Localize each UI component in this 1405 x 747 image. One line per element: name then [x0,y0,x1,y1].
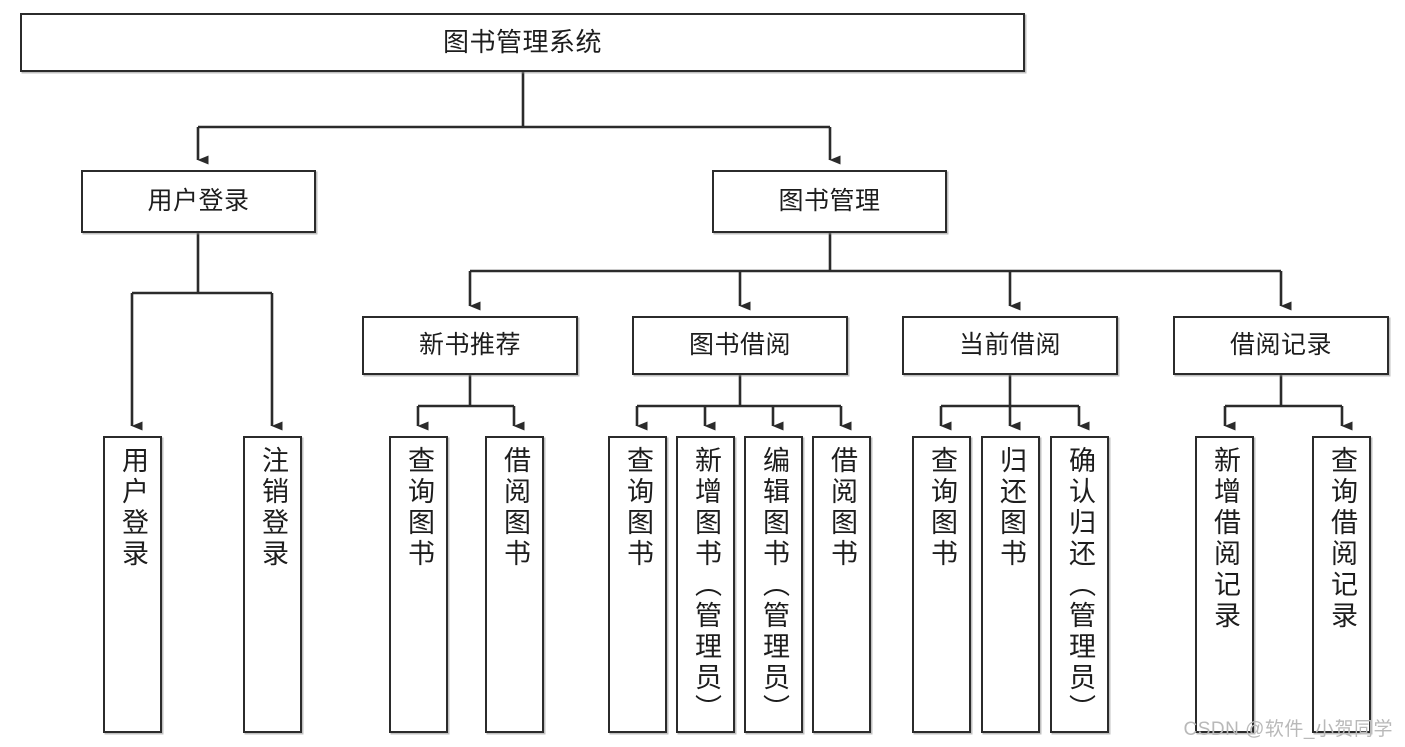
leaf-new-book-rec-2[interactable]: 借阅图书 [485,436,544,733]
node-current-borrow[interactable]: 当前借阅 [902,316,1118,375]
leaf-current-borrow-2-label: 归还图书 [996,446,1026,570]
leaf-book-borrow-2-label: 新增图书（管理员） [691,446,721,725]
node-root-label: 图书管理系统 [442,27,602,58]
leaf-book-borrow-4[interactable]: 借阅图书 [812,436,871,733]
leaf-user-login-2-label: 注销登录 [258,446,288,570]
csdn-watermark: CSDN @软件_小贺同学 [1183,719,1393,740]
node-book-manage-label: 图书管理 [778,186,881,215]
leaf-book-borrow-3-label: 编辑图书（管理员） [759,446,789,725]
leaf-new-book-rec-1[interactable]: 查询图书 [389,436,448,733]
node-borrow-record-label: 借阅记录 [1229,330,1332,359]
node-user-login[interactable]: 用户登录 [81,170,316,233]
leaf-book-borrow-1-label: 查询图书 [623,446,653,570]
node-root[interactable]: 图书管理系统 [20,13,1025,72]
leaf-borrow-record-2-label: 查询借阅记录 [1327,446,1357,632]
leaf-book-borrow-4-label: 借阅图书 [827,446,857,570]
node-user-login-label: 用户登录 [147,186,250,215]
node-current-borrow-label: 当前借阅 [958,330,1061,359]
leaf-current-borrow-1[interactable]: 查询图书 [912,436,971,733]
node-borrow-record[interactable]: 借阅记录 [1173,316,1389,375]
leaf-book-borrow-2[interactable]: 新增图书（管理员） [676,436,735,733]
leaf-borrow-record-1[interactable]: 新增借阅记录 [1195,436,1254,733]
leaf-borrow-record-1-label: 新增借阅记录 [1210,446,1240,632]
node-book-borrow-label: 图书借阅 [688,330,791,359]
leaf-user-login-2[interactable]: 注销登录 [243,436,302,733]
leaf-current-borrow-2[interactable]: 归还图书 [981,436,1040,733]
leaf-current-borrow-3[interactable]: 确认归还（管理员） [1050,436,1109,733]
leaf-new-book-rec-2-label: 借阅图书 [500,446,530,570]
leaf-borrow-record-2[interactable]: 查询借阅记录 [1312,436,1371,733]
leaf-user-login-1[interactable]: 用户登录 [103,436,162,733]
node-new-book-recommendation-label: 新书推荐 [418,330,521,359]
node-book-borrow[interactable]: 图书借阅 [632,316,848,375]
leaf-book-borrow-1[interactable]: 查询图书 [608,436,667,733]
node-book-manage[interactable]: 图书管理 [712,170,947,233]
leaf-current-borrow-3-label: 确认归还（管理员） [1065,446,1095,725]
leaf-book-borrow-3[interactable]: 编辑图书（管理员） [744,436,803,733]
node-new-book-recommendation[interactable]: 新书推荐 [362,316,578,375]
leaf-user-login-1-label: 用户登录 [118,446,148,570]
leaf-current-borrow-1-label: 查询图书 [927,446,957,570]
leaf-new-book-rec-1-label: 查询图书 [404,446,434,570]
